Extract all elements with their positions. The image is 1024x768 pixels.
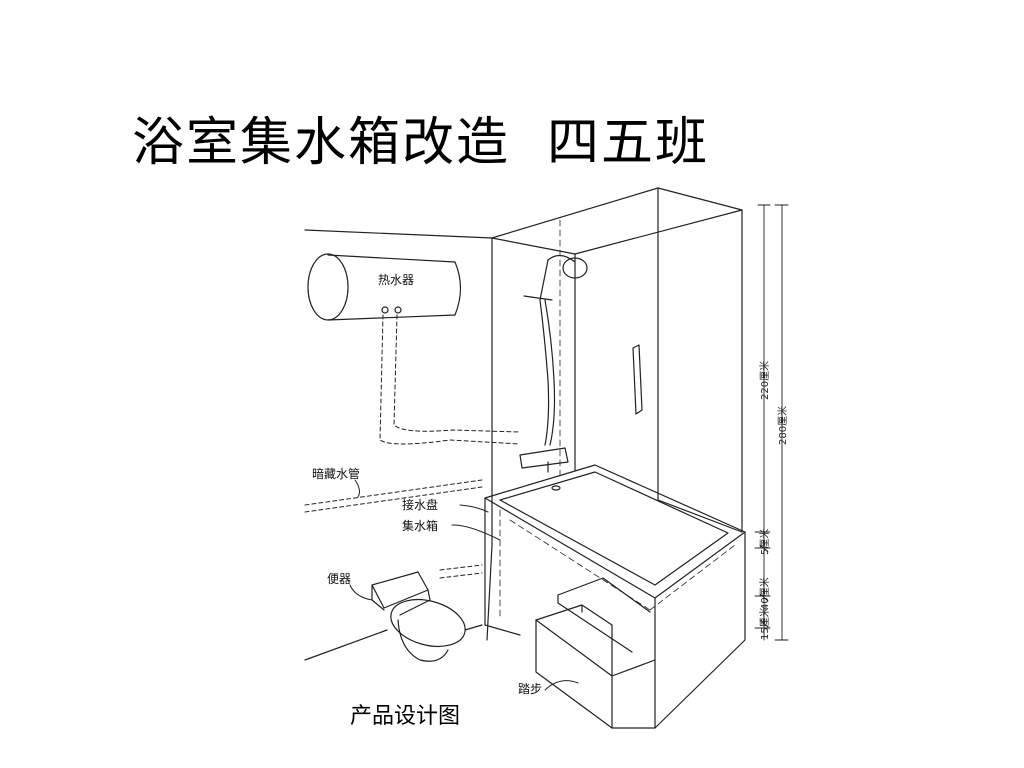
figure-caption: 产品设计图: [350, 704, 461, 729]
label-pointers: [349, 479, 579, 691]
label-toilet: 便器: [327, 572, 351, 586]
toilet-icon: [371, 571, 466, 662]
water-heater-icon: [307, 253, 462, 321]
dim-220: 220厘米: [758, 361, 771, 400]
dimension-lines: [754, 204, 789, 641]
floor-line-right: [464, 624, 483, 631]
label-step: 踏步: [518, 682, 542, 696]
floor-line-left: [304, 629, 388, 661]
shower-enclosure: [491, 187, 743, 533]
dim-280: 280厘米: [776, 406, 789, 445]
label-hidden-pipe: 暗藏水管: [312, 466, 360, 481]
shower-head-icon: [519, 254, 588, 473]
water-tank-box: [484, 497, 746, 729]
wall-edge-top: [304, 229, 493, 239]
label-water-tank: 集水箱: [402, 518, 438, 533]
wall-corner: [486, 237, 493, 641]
door-handle-icon: [632, 344, 643, 415]
label-drip-tray: 接水盘: [402, 497, 438, 512]
dim-5: 5厘米: [758, 529, 771, 555]
dim-15: 15厘米: [758, 607, 771, 640]
slide-title: 浴室集水箱改造 四五班: [132, 113, 710, 173]
dim-40: 40厘米: [758, 577, 771, 610]
steps: [535, 577, 656, 729]
label-water-heater: 热水器: [378, 273, 414, 287]
drip-tray: [484, 464, 746, 599]
hidden-pipe: [304, 314, 521, 579]
